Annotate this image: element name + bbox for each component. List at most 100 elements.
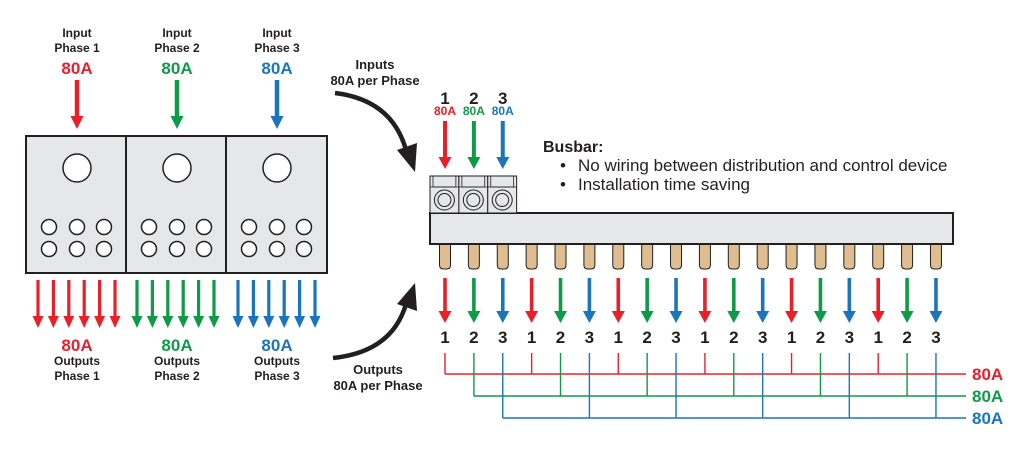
- bullet-icon: •: [560, 156, 566, 175]
- bullet-item: No wiring between distribution and contr…: [578, 156, 947, 175]
- arrow-down-icon: [438, 278, 452, 323]
- arrow-down-icon: [611, 278, 625, 323]
- output-phase-number: 1: [873, 328, 882, 347]
- busbar-description: Busbar: • No wiring between distribution…: [543, 139, 947, 194]
- arrow-down-icon: [270, 80, 284, 129]
- screw-head-icon: [437, 193, 452, 207]
- terminal-block: [458, 175, 489, 214]
- busbar-output: 1: [525, 278, 539, 347]
- arrow-head: [131, 316, 143, 328]
- device-module: [140, 153, 213, 258]
- screw-icon: [433, 189, 455, 211]
- output-terminal-icon: [240, 218, 258, 236]
- arrow-down-icon: [263, 280, 275, 328]
- arrow-down-icon: [669, 278, 683, 323]
- arrow-head: [640, 311, 654, 323]
- terminal-block: [487, 175, 518, 214]
- busbar-output: 2: [813, 278, 827, 347]
- output-phase-number: 2: [556, 328, 565, 347]
- arrow-head: [525, 311, 539, 323]
- terminal-block: [429, 175, 460, 214]
- output-terminal-icon: [95, 218, 113, 236]
- output-phase-number: 3: [758, 328, 767, 347]
- arrow-head: [756, 311, 770, 323]
- phase-label: Phase 3: [254, 369, 300, 383]
- busbar-pin: [439, 242, 451, 270]
- arrow-head: [438, 157, 452, 169]
- arrow-down-icon: [309, 280, 321, 328]
- input-current: 80A: [61, 59, 92, 78]
- output-terminal-icon: [68, 218, 86, 236]
- output-terminal-icon: [168, 240, 186, 258]
- output-terminal-icon: [295, 218, 313, 236]
- arrow-head: [842, 311, 856, 323]
- busbar-output: 1: [785, 278, 799, 347]
- arrow-head: [278, 316, 290, 328]
- busbar-output: 1: [611, 278, 625, 347]
- arrow-head: [263, 316, 275, 328]
- input-current: 80A: [161, 59, 192, 78]
- arrow-head: [109, 316, 121, 328]
- busbar-pin: [901, 242, 914, 270]
- phase-1-bus-line: 80A: [444, 353, 1003, 384]
- arrow-head: [70, 116, 84, 129]
- arrow-down-icon: [193, 280, 205, 328]
- output-terminal-icon: [140, 240, 158, 258]
- busbar-output: 2: [900, 278, 914, 347]
- input-current: 80A: [492, 104, 514, 118]
- busbar: [429, 175, 954, 270]
- outputs-callout-subtitle: 80A per Phase: [333, 378, 422, 393]
- inputs-callout-title: Inputs: [356, 57, 395, 72]
- output-terminal-icon: [240, 240, 258, 258]
- arrow-down-icon: [63, 280, 75, 328]
- output-terminal-icon: [95, 240, 113, 258]
- arrow-head: [496, 157, 510, 169]
- device-module: [240, 153, 313, 258]
- phase-2-bus-line: 80A: [473, 353, 1003, 406]
- arrow-head: [438, 311, 452, 323]
- busbar-pin: [554, 242, 567, 270]
- arrow-down-icon: [582, 278, 596, 323]
- output-phase-number: 1: [614, 328, 623, 347]
- screw-icon: [491, 189, 513, 211]
- arrow-down-icon: [756, 278, 770, 323]
- arrow-down-icon: [467, 121, 481, 169]
- arrow-head: [208, 316, 220, 328]
- arrow-down-icon: [170, 80, 184, 129]
- arrow-head: [32, 316, 44, 328]
- curved-arrow-icon: [332, 283, 417, 361]
- screw-head-icon: [466, 193, 481, 207]
- output-phase-number: 3: [931, 328, 940, 347]
- arrow-down-icon: [109, 280, 121, 328]
- phase-label: Phase 3: [254, 41, 300, 55]
- phase-number: 2: [469, 89, 478, 108]
- arrow-head: [813, 311, 827, 323]
- input-label: Input: [62, 26, 91, 40]
- output-phase-number: 3: [671, 328, 680, 347]
- arrow-down-icon: [131, 280, 143, 328]
- input-terminal-icon: [62, 153, 92, 183]
- arrow-down-icon: [47, 280, 59, 328]
- arrow-down-icon: [496, 121, 510, 169]
- phase-number: 1: [440, 89, 449, 108]
- busbar-output: 3: [496, 278, 510, 347]
- busbar-pin: [641, 242, 654, 270]
- arrow-head: [669, 311, 683, 323]
- arrow-down-icon: [247, 280, 259, 328]
- arrow-down-icon: [813, 278, 827, 323]
- arrow-head: [900, 311, 914, 323]
- output-current: 80A: [261, 336, 292, 355]
- output-terminal-icon: [268, 240, 286, 258]
- arrow-down-icon: [177, 280, 189, 328]
- input-terminal-icon: [162, 153, 192, 183]
- output-phase-number: 1: [787, 328, 796, 347]
- busbar-pin: [843, 242, 856, 270]
- input-current: 80A: [261, 59, 292, 78]
- phase-label: Phase 2: [154, 41, 200, 55]
- output-label: Outputs: [54, 354, 100, 368]
- input-terminal-icon: [262, 153, 292, 183]
